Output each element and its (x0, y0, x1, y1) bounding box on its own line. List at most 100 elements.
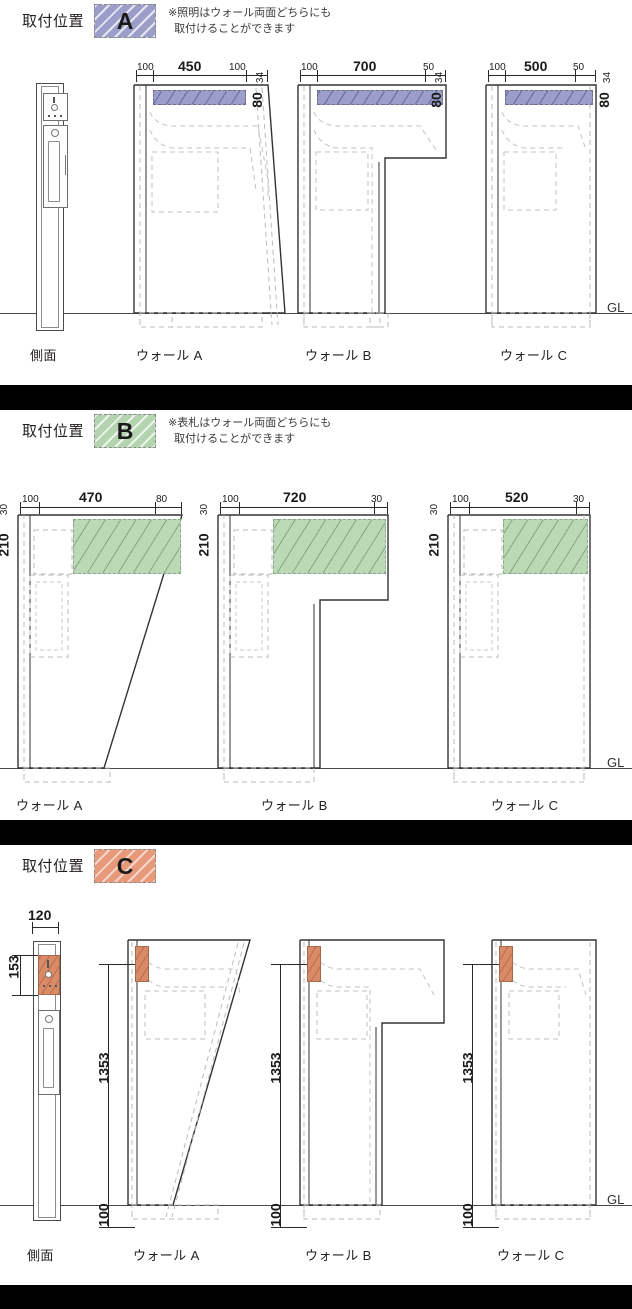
module-dot (55, 985, 57, 987)
dim-right-bc: 30 (573, 494, 585, 505)
dim-tick (425, 70, 426, 82)
section-a-header: 取付位置 A ※照明はウォール両面どちらにも 取付けることができます (0, 0, 632, 46)
dim-left-bc: 100 (452, 494, 469, 505)
section-c-badge: C (94, 849, 156, 883)
dim-tick (181, 502, 182, 514)
dim-tick (317, 70, 318, 82)
dim-line-v (108, 1205, 109, 1227)
dim-right-a: 100 (229, 62, 246, 73)
module-band-wall-c (499, 946, 513, 982)
section-b-header: 取付位置 B ※表札はウォール両面どちらにも 取付けることができます (0, 410, 632, 456)
nameplate-band-c (503, 519, 588, 574)
wall-caption-b3: ウォール C (491, 798, 559, 813)
camera-lens-icon (51, 104, 58, 111)
section-a-note: ※照明はウォール両面どちらにも 取付けることができます (168, 7, 332, 35)
dim-ext-line (463, 1227, 499, 1228)
dim-right-c: 50 (573, 62, 585, 73)
dim-tick (20, 502, 21, 514)
wall-caption-a3: ウォール C (500, 348, 568, 363)
wall-caption-a2: ウォール B (305, 348, 372, 363)
dim-line (20, 507, 182, 508)
panel-dot (48, 115, 50, 117)
wall-caption-a1: ウォール A (136, 348, 203, 363)
wall-caption-c1: ウォール A (133, 1248, 200, 1263)
dim-line-v (108, 964, 109, 1205)
dim-line-v (20, 955, 21, 995)
dim-tick (387, 502, 388, 514)
mail-slot (48, 141, 60, 202)
dim-tick (155, 502, 156, 514)
dim-tick (374, 502, 375, 514)
dim-tick (39, 502, 40, 514)
nameplate-band-a (73, 519, 181, 574)
dim-tick (450, 502, 451, 514)
module-dot (49, 985, 51, 987)
wall-a-outline (133, 84, 286, 328)
dim-line (136, 75, 267, 76)
dim-right-b: 50 (423, 62, 435, 73)
wall-c-outline-b (447, 514, 591, 783)
dim-tick (246, 70, 247, 82)
panel-dot (60, 115, 62, 117)
dim-tick (153, 70, 154, 82)
nameplate-band-b (273, 519, 386, 574)
dim-top-small-bc: 30 (429, 503, 441, 516)
section-panel-a: 取付位置 A ※照明はウォール両面どちらにも 取付けることができます GL 側面 (0, 0, 632, 385)
dim-tick (589, 502, 590, 514)
dim-ext-line (271, 964, 307, 965)
wall-b-outline-b (217, 514, 389, 783)
dim-ext-line (12, 995, 38, 996)
dim-ext-line (271, 1227, 307, 1228)
dim-height-c: 80 (595, 92, 612, 108)
dim-ext-line (12, 955, 38, 956)
dim-tick (136, 70, 137, 82)
mail-slot-c (43, 1028, 54, 1088)
module-dot (43, 985, 45, 987)
dim-left-ba: 100 (22, 494, 39, 505)
slot-edge (65, 155, 66, 175)
section-panel-b: 取付位置 B ※表札はウォール両面どちらにも 取付けることができます GL 10… (0, 410, 632, 820)
dim-side-width-c: 120 (28, 907, 52, 923)
dim-span-ba: 470 (79, 489, 103, 505)
module-lens-icon (45, 971, 52, 978)
section-a-label: 取付位置 (22, 13, 85, 30)
panel-dot (54, 115, 56, 117)
dim-left-bb: 100 (222, 494, 239, 505)
dim-top-small-c: 34 (602, 71, 614, 84)
section-c-label: 取付位置 (22, 858, 85, 875)
dim-ext-line (99, 1227, 135, 1228)
dim-span-bc: 520 (505, 489, 529, 505)
dim-line-v (472, 1205, 473, 1227)
lighting-band-a (153, 90, 246, 105)
dim-span-b: 700 (353, 58, 377, 74)
wall-b-outline (297, 84, 447, 328)
dim-line-v (472, 964, 473, 1205)
dim-right-ba: 80 (156, 494, 168, 505)
dim-height-bc: 210 (425, 533, 442, 557)
dim-right-bb: 30 (371, 494, 383, 505)
dim-tick (220, 502, 221, 514)
section-a-badge: A (94, 4, 156, 38)
module-indicator (47, 960, 49, 968)
wall-caption-b2: ウォール B (261, 798, 328, 813)
gl-label-b: GL (607, 755, 625, 770)
dim-tick (576, 502, 577, 514)
dim-ext-line (99, 964, 135, 965)
dim-tick (445, 70, 446, 82)
wall-a-outline-b (17, 514, 183, 783)
dim-height-from-gl-cc: 1353 (459, 1052, 476, 1084)
lock-icon (51, 129, 59, 137)
lighting-band-b (317, 90, 443, 105)
section-c-header: 取付位置 C (0, 845, 632, 891)
dim-ext-line (463, 964, 499, 965)
wall-caption-c2: ウォール B (305, 1248, 372, 1263)
section-panel-c: 取付位置 C GL 120 153 側面 (0, 845, 632, 1285)
dim-left-c: 100 (489, 62, 506, 73)
dim-tick (32, 922, 33, 934)
dim-span-bb: 720 (283, 489, 307, 505)
section-b-badge: B (94, 414, 156, 448)
lighting-band-c (505, 90, 593, 105)
dim-line (32, 927, 58, 928)
dim-tick (469, 502, 470, 514)
lock-icon-c (45, 1015, 53, 1023)
